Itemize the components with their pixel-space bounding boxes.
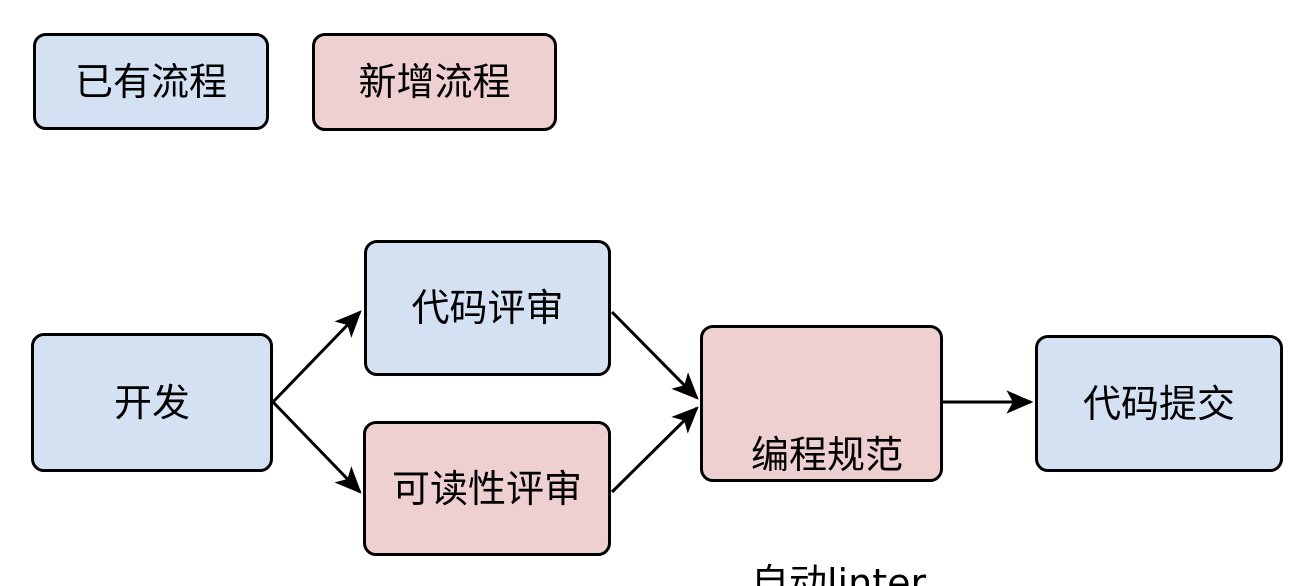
node-coding-standard-linter-line1: 编程规范 [751, 433, 904, 477]
edge-review-to-lint [610, 310, 699, 400]
node-coding-standard-linter[interactable]: 编程规范 自动linter [700, 325, 943, 586]
edge-readable-to-lint [610, 406, 699, 494]
node-code-commit-label: 代码提交 [1082, 381, 1235, 426]
edge-dev-to-readable [271, 400, 362, 494]
legend-item-new: 新增流程 [312, 33, 557, 131]
legend-item-new-label: 新增流程 [358, 60, 511, 104]
node-code-commit[interactable]: 代码提交 [1035, 335, 1283, 472]
node-code-review-label: 代码评审 [411, 286, 564, 330]
node-code-review[interactable]: 代码评审 [364, 240, 611, 376]
legend-item-existing: 已有流程 [33, 33, 269, 130]
node-readability-review[interactable]: 可读性评审 [363, 421, 611, 556]
legend-item-existing-label: 已有流程 [74, 59, 227, 104]
node-coding-standard-linter-line2: 自动linter [751, 561, 927, 586]
node-dev[interactable]: 开发 [31, 333, 273, 472]
node-readability-review-label: 可读性评审 [391, 466, 582, 511]
edge-dev-to-review [271, 310, 362, 404]
node-dev-label: 开发 [113, 380, 190, 425]
